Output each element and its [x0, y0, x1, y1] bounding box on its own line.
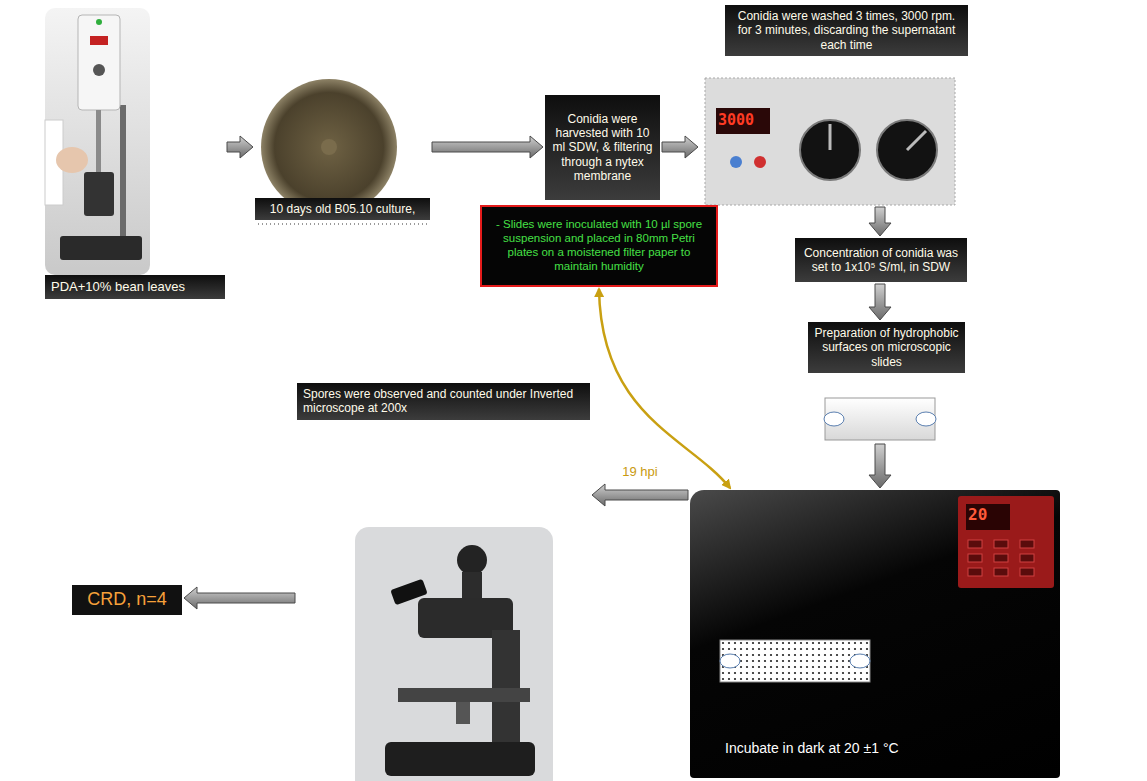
culture-label: 10 days old B05.10 culture, [255, 78, 430, 220]
slide-drop [720, 654, 740, 668]
blender-photo-part [96, 19, 102, 25]
incubator-button [968, 540, 982, 548]
media-label: PDA+10% bean leaves [45, 8, 225, 299]
flow-arrow [662, 136, 698, 158]
harvest-step: Conidia were harvested with 10 ml SDW, &… [545, 95, 660, 200]
blender-photo-part [96, 110, 101, 180]
slide-drop [850, 654, 870, 668]
microscope-photo-part [355, 527, 553, 781]
centrifuge-picture [705, 78, 955, 205]
blender-photo-part [93, 64, 105, 76]
design-label: CRD, n=4 [72, 585, 182, 615]
microscope-photo-part [385, 742, 535, 776]
blender-photo-part [120, 105, 126, 240]
inoculation-note: - Slides were inoculated with 10 µl spor… [480, 205, 718, 287]
incubator-button [994, 554, 1008, 562]
wash-step: Conidia were washed 3 times, 3000 rpm. f… [700, 5, 968, 205]
slide-picture-part [916, 412, 936, 426]
microscope-photo-part [462, 572, 482, 602]
step-text: Preparation of hydrophobic surfaces on m… [808, 322, 965, 373]
incubation-step: Incubate in dark at 20 ±1 °C [690, 490, 1060, 778]
blender-photo [45, 8, 150, 275]
microscope-photo-part [456, 702, 470, 724]
blender-photo-part [84, 172, 114, 216]
blender-photo-part [90, 36, 108, 45]
step-text: - Slides were inoculated with 10 µl spor… [490, 218, 708, 273]
loop-arrow [599, 289, 730, 488]
concentration-step: Concentration of conidia was set to 1x10… [795, 238, 967, 282]
centrifuge-picture-part [907, 131, 926, 150]
petri-dish-part [261, 79, 397, 215]
petri-dish-part [258, 223, 428, 225]
centrifuge-picture-part [754, 156, 766, 168]
centrifuge-picture-part [730, 156, 742, 168]
flow-arrow [592, 484, 688, 506]
centrifuge-picture-part [877, 120, 937, 180]
display-readout: 3000 [718, 111, 754, 129]
step-text: PDA+10% bean leaves [45, 275, 225, 299]
incubator-button [968, 568, 982, 576]
incubator-display [966, 504, 1010, 530]
petri-dish-part [321, 139, 337, 155]
microscope-photo-part [457, 545, 487, 575]
step-text: Spores were observed and counted under I… [297, 383, 590, 420]
step-text: 10 days old B05.10 culture, [255, 198, 430, 220]
incubator-panel [958, 496, 1054, 588]
blender-photo-part [56, 147, 88, 173]
blender-photo-part [45, 8, 150, 275]
centrifuge-picture-part [829, 124, 832, 150]
slide-prep-step: Preparation of hydrophobic surfaces on m… [808, 322, 965, 442]
centrifuge-picture-part [716, 108, 770, 134]
incubator-button [968, 554, 982, 562]
slide-picture [824, 398, 936, 440]
slide-picture-part [825, 398, 935, 440]
flow-arrow [869, 444, 891, 488]
flow-arrow [869, 207, 891, 236]
step-text: CRD, n=4 [87, 589, 167, 611]
flow-arrow [184, 587, 295, 609]
display-readout: 20 [968, 505, 987, 524]
flow-arrow [432, 136, 543, 158]
step-text: Conidia were washed 3 times, 3000 rpm. f… [725, 5, 968, 56]
step-text: Conidia were harvested with 10 ml SDW, &… [551, 112, 654, 184]
blender-photo-part [60, 236, 142, 260]
slide-picture-part [824, 412, 844, 426]
incubated-slide [720, 640, 870, 682]
incubator-button [1020, 554, 1034, 562]
step-text: Concentration of conidia was set to 1x10… [801, 246, 961, 275]
incubator-button [1020, 540, 1034, 548]
observation-step: Spores were observed and counted under I… [297, 383, 590, 778]
step-text: Incubate in dark at 20 ±1 °C [725, 740, 1045, 756]
incubator-button [994, 540, 1008, 548]
flow-arrow [227, 136, 253, 158]
centrifuge-picture-part [800, 120, 860, 180]
microscope-photo-part [398, 688, 530, 702]
microscope-photo [355, 527, 553, 781]
blender-photo-part [78, 15, 120, 110]
flow-arrow [869, 284, 891, 320]
incubator-picture [690, 490, 1060, 778]
edge-label: 19 hpi [620, 464, 659, 479]
incubator-button [994, 568, 1008, 576]
incubator-button [1020, 568, 1034, 576]
centrifuge-picture-part [705, 78, 955, 205]
